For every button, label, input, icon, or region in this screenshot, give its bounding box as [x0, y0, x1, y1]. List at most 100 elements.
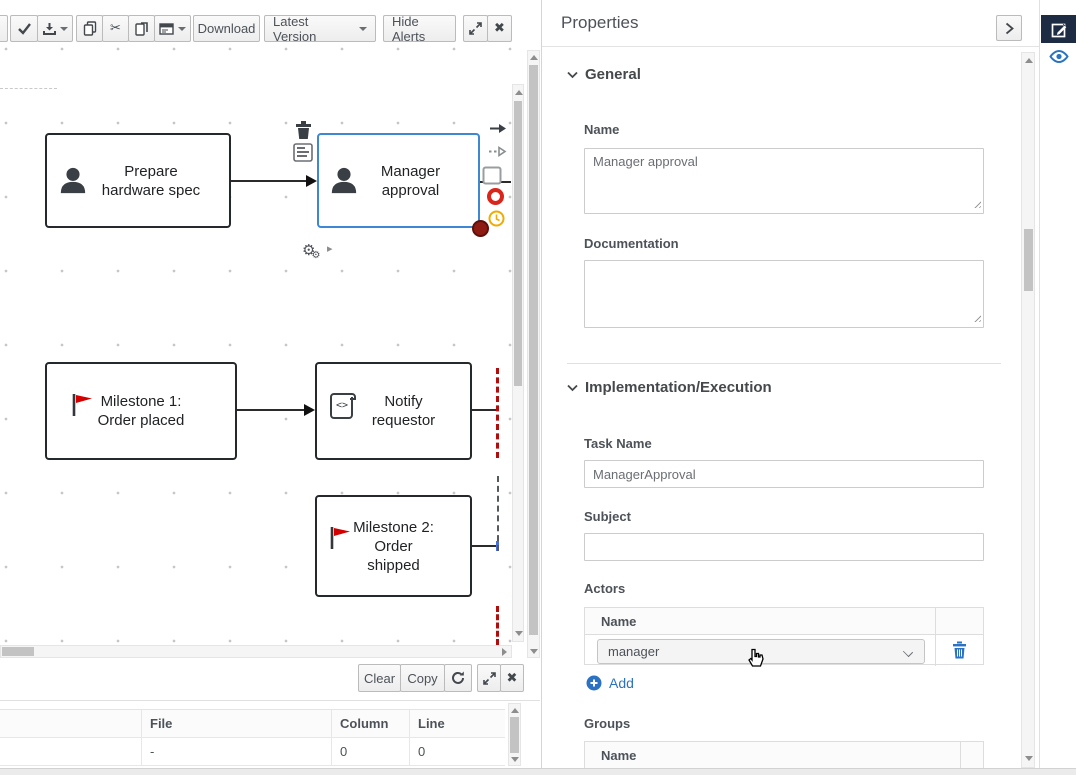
sequence-flow-clipped[interactable]	[472, 545, 497, 547]
save-menu-button[interactable]	[37, 15, 73, 42]
version-dropdown[interactable]: Latest Version	[264, 14, 376, 44]
scroll-down-arrow[interactable]	[530, 649, 538, 654]
column-header-blank	[0, 710, 142, 738]
task-node-manager-approval[interactable]: Manager approval	[317, 133, 480, 228]
explore-diagram-dock-button[interactable]	[1049, 49, 1069, 64]
collapse-panel-button[interactable]	[996, 15, 1022, 41]
alerts-clear-button[interactable]: Clear	[358, 664, 401, 692]
download-button[interactable]: Download	[193, 15, 260, 42]
alerts-vertical-scrollbar[interactable]	[508, 703, 521, 766]
scrollbar-thumb[interactable]	[510, 717, 519, 753]
alerts-table: File Column Line - 0 0	[0, 709, 505, 766]
copy-shape-button[interactable]	[76, 15, 103, 42]
node-label: Prepare hardware spec	[101, 162, 201, 199]
fullscreen-button[interactable]	[463, 15, 488, 42]
properties-vertical-scrollbar[interactable]	[1021, 52, 1035, 768]
documentation-field-wrap	[584, 260, 984, 328]
window-bottom-edge	[0, 768, 1076, 775]
canvas-vertical-scrollbar[interactable]	[512, 84, 524, 642]
scroll-down-arrow[interactable]	[511, 757, 519, 762]
panel-divider	[0, 700, 540, 701]
expand-icon	[482, 671, 496, 685]
section-implementation[interactable]: Implementation/Execution	[567, 379, 772, 396]
scroll-up-arrow[interactable]	[515, 90, 523, 95]
name-textarea[interactable]: Manager approval	[584, 148, 984, 214]
chevron-down-icon	[178, 26, 186, 31]
subject-input[interactable]	[584, 533, 984, 561]
node-label: Milestone 2: Order shipped	[353, 518, 434, 574]
section-general[interactable]: General	[567, 66, 641, 83]
paste-button[interactable]	[128, 15, 155, 42]
node-label: Milestone 1: Order placed	[97, 393, 185, 429]
resize-handle[interactable]	[972, 199, 981, 208]
editor-vertical-scrollbar[interactable]	[527, 50, 540, 658]
section-general-label: General	[585, 66, 641, 83]
node-label: Manager approval	[380, 162, 441, 199]
hide-alerts-button[interactable]: Hide Alerts	[383, 14, 456, 44]
delete-node-icon[interactable]	[294, 119, 313, 140]
groups-table: Name	[584, 741, 984, 769]
flag-icon	[329, 506, 353, 570]
plus-circle-icon	[586, 675, 602, 691]
chevron-right-icon[interactable]: ▸	[327, 242, 333, 255]
column-divider	[960, 742, 961, 769]
groups-table-header: Name	[585, 742, 983, 769]
delete-actor-button[interactable]	[952, 641, 967, 659]
section-implementation-label: Implementation/Execution	[585, 379, 772, 396]
scroll-up-arrow[interactable]	[511, 708, 519, 713]
add-actor-link[interactable]: Add	[586, 675, 634, 691]
task-node-notify-requestor[interactable]: <> Notify requestor	[315, 362, 472, 460]
task-name-input[interactable]	[584, 460, 984, 488]
chevron-down-icon	[567, 71, 578, 78]
edit-form-icon[interactable]	[293, 143, 313, 162]
alerts-expand-button[interactable]	[477, 664, 501, 692]
close-editor-button[interactable]: ✖	[487, 15, 512, 42]
chevron-down-icon	[567, 384, 578, 391]
scroll-up-arrow[interactable]	[530, 55, 538, 60]
scrollbar-thumb[interactable]	[514, 101, 522, 386]
scrollbar-thumb[interactable]	[529, 65, 538, 635]
create-timer-event-icon[interactable]	[488, 210, 505, 227]
form-generation-button[interactable]	[154, 15, 191, 42]
properties-dock-button[interactable]	[1041, 15, 1076, 43]
sequence-flow-clipped[interactable]	[472, 409, 498, 411]
documentation-textarea[interactable]	[584, 260, 984, 328]
create-task-icon[interactable]	[482, 166, 502, 185]
connection-endpoint-dot[interactable]	[472, 220, 489, 237]
sequence-flow[interactable]	[231, 180, 307, 182]
task-node-milestone-2[interactable]: Milestone 2: Order shipped	[315, 495, 472, 597]
alerts-close-button[interactable]: ✖	[500, 664, 524, 692]
resize-handle[interactable]	[972, 313, 981, 322]
create-end-event-icon[interactable]	[486, 187, 505, 206]
table-row[interactable]: - 0 0	[0, 738, 505, 766]
scroll-down-arrow[interactable]	[1025, 756, 1033, 761]
cut-button[interactable]: ✂	[102, 15, 129, 42]
column-divider	[935, 608, 936, 666]
properties-header: Properties	[542, 0, 1039, 47]
clipped-toolbar-button[interactable]	[0, 15, 8, 42]
alerts-refresh-button[interactable]	[444, 664, 472, 692]
scrollbar-thumb[interactable]	[2, 647, 34, 656]
task-node-prepare-hardware-spec[interactable]: Prepare hardware spec	[45, 133, 231, 228]
validate-button[interactable]	[10, 15, 38, 42]
expand-icon	[469, 22, 482, 35]
actors-table-header: Name	[585, 608, 983, 635]
alerts-copy-button[interactable]: Copy	[400, 664, 445, 692]
clipped-shape-edge	[0, 88, 57, 89]
create-association-icon[interactable]	[488, 145, 508, 158]
scroll-up-arrow[interactable]	[1025, 58, 1033, 63]
eye-icon	[1049, 49, 1069, 64]
chevron-down-icon	[59, 26, 68, 31]
properties-title: Properties	[561, 13, 639, 32]
scrollbar-thumb[interactable]	[1024, 229, 1033, 291]
column-header-column: Column	[332, 710, 410, 738]
svg-text:<>: <>	[336, 400, 348, 411]
create-sequence-flow-icon[interactable]	[489, 122, 509, 135]
node-gears-menu-icon[interactable]: ⚙⚙	[302, 241, 321, 261]
canvas-horizontal-scrollbar[interactable]	[0, 645, 512, 658]
task-node-milestone-1[interactable]: Milestone 1: Order placed	[45, 362, 237, 460]
sequence-flow[interactable]	[237, 409, 305, 411]
scroll-down-arrow[interactable]	[515, 631, 523, 636]
diagram-canvas[interactable]: Prepare hardware spec Manager approval	[0, 46, 512, 645]
scroll-right-arrow[interactable]	[502, 648, 507, 656]
